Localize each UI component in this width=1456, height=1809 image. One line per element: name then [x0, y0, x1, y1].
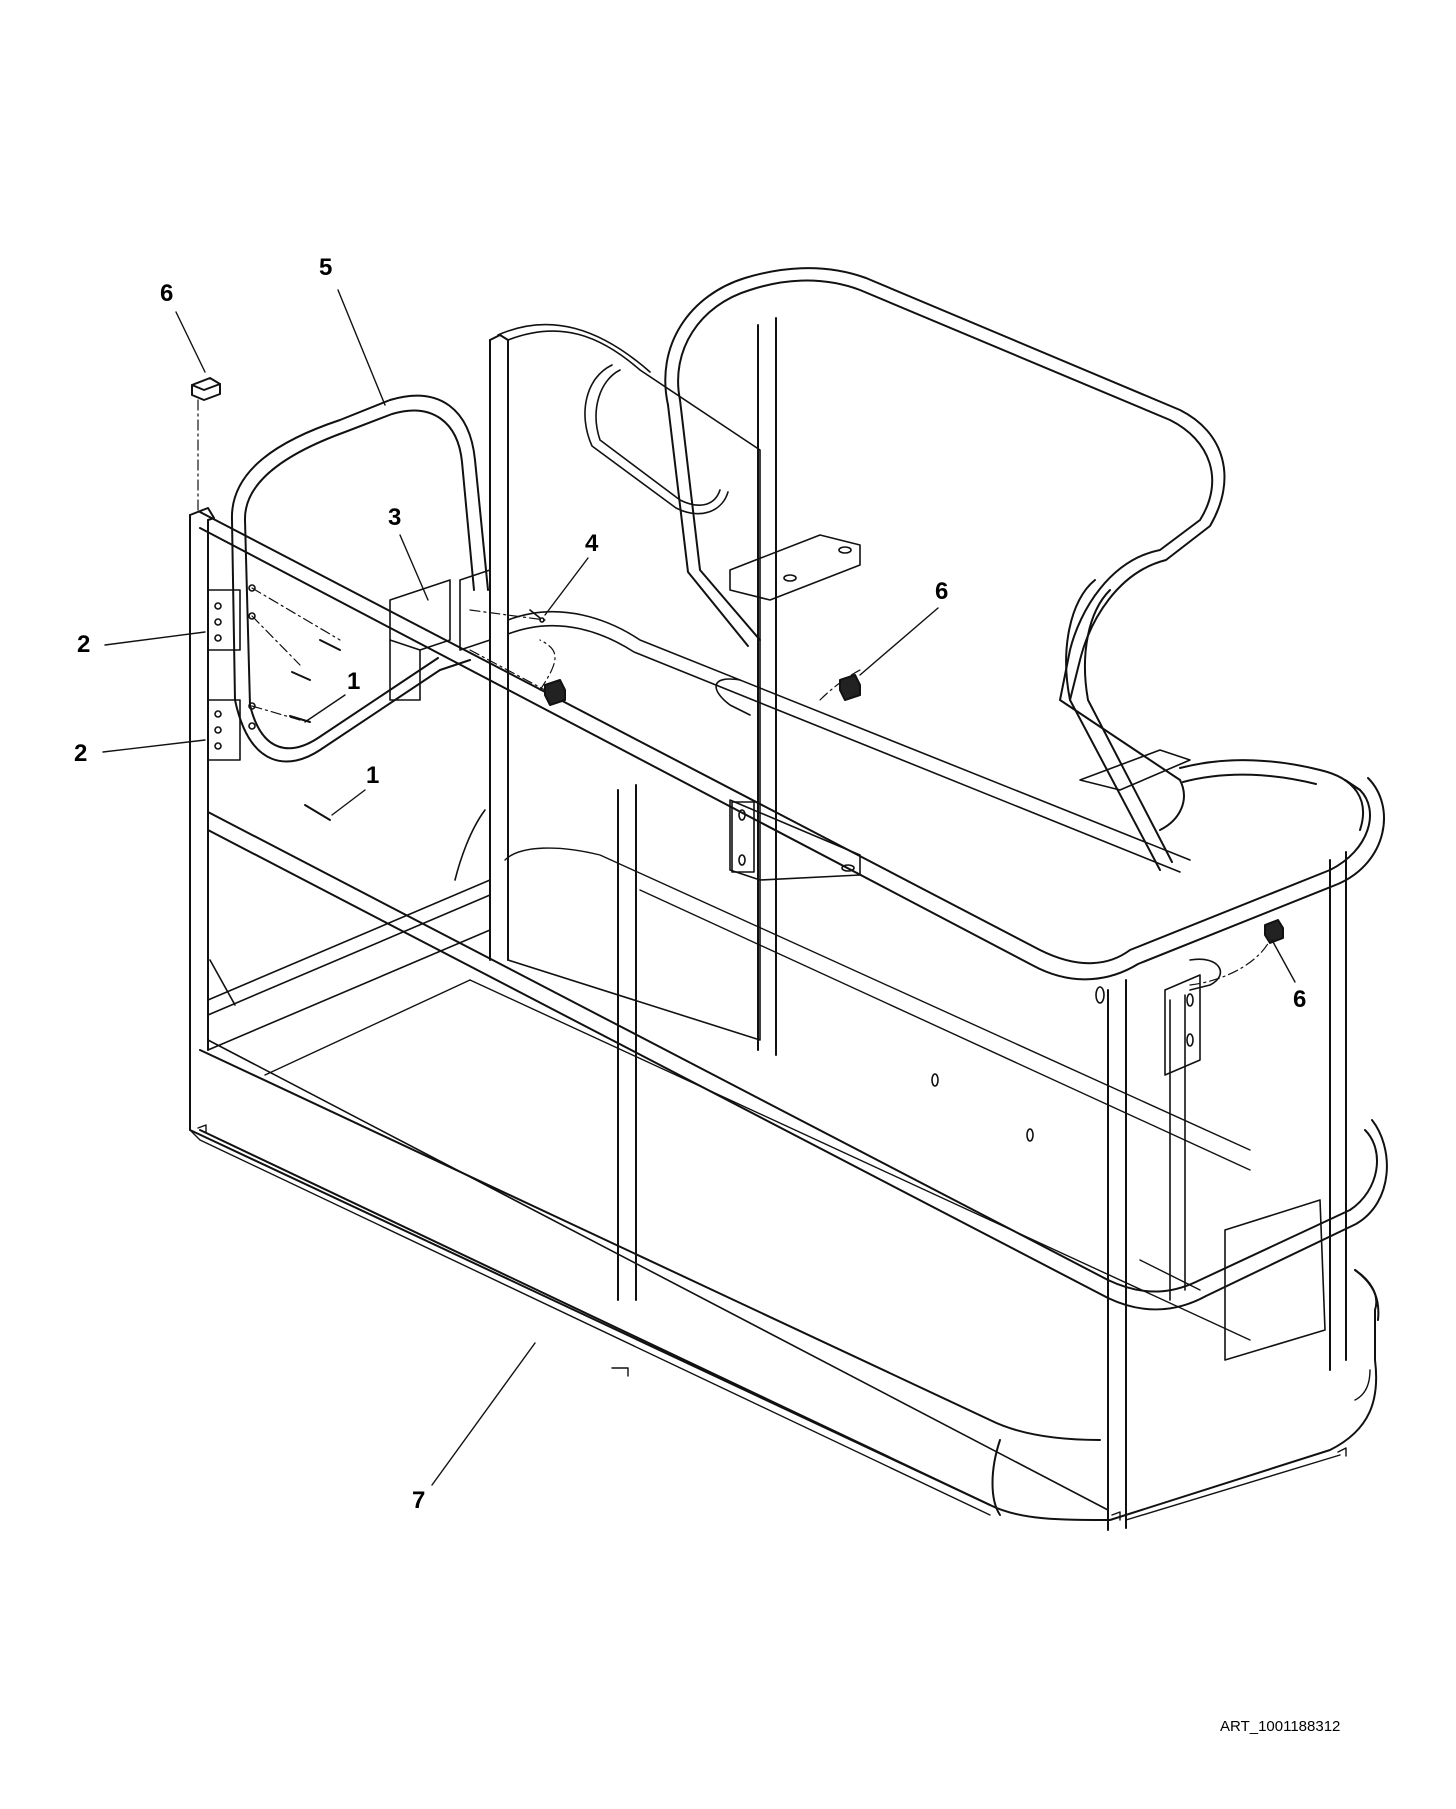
mid-rail [207, 811, 1388, 1511]
left-post [189, 507, 215, 1131]
art-number: ART_1001188312 [1220, 1718, 1341, 1735]
leader-lines [102, 289, 1296, 1486]
callout-6-rear-cap: 6 [935, 578, 949, 605]
callout-2-lower-hinge: 2 [74, 740, 88, 767]
right-posts [1107, 851, 1347, 1511]
center-posts [489, 317, 777, 1301]
mount-bracket [729, 799, 861, 881]
main-top-rail [199, 511, 1385, 981]
rear-panel [497, 323, 761, 1041]
end-caps [191, 377, 1284, 944]
top-guard-rail [664, 267, 1226, 871]
callout-3-latch: 3 [388, 504, 402, 531]
bolt-shafts [289, 639, 341, 821]
screw [529, 609, 545, 623]
callout-4-screw: 4 [585, 530, 599, 557]
callout-6-top-cap: 6 [160, 280, 174, 307]
left-gate [230, 394, 489, 763]
bracket-top [729, 534, 1191, 791]
hinge-plates [207, 584, 256, 761]
callout-7-base: 7 [412, 1487, 426, 1514]
callout-1-lower-bolt: 1 [366, 762, 380, 789]
callout-5-gate: 5 [319, 254, 333, 281]
left-side-frame [207, 809, 491, 1051]
base-pan [189, 1049, 1380, 1531]
interior-floor [264, 847, 1251, 1341]
callout-2-upper-hinge: 2 [77, 631, 91, 658]
callout-6-right-cap: 6 [1293, 986, 1307, 1013]
u-handles [715, 678, 1222, 991]
callout-1-upper-bolt: 1 [347, 668, 361, 695]
right-side-plates [931, 974, 1326, 1361]
